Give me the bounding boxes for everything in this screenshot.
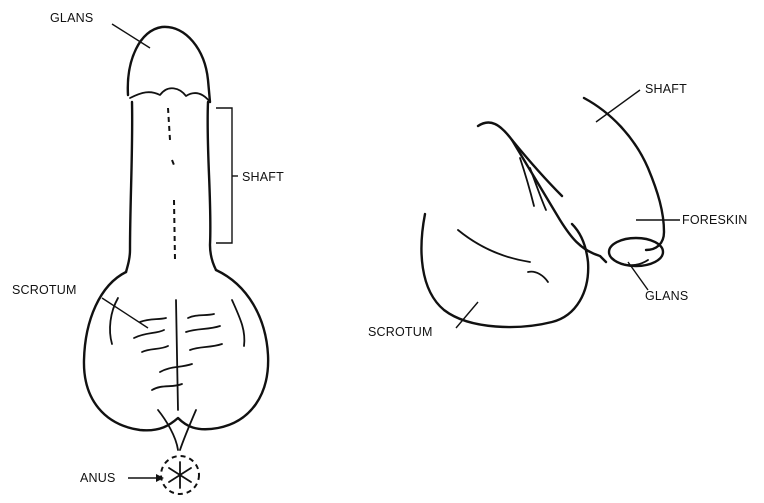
- shaft-raphe: [168, 108, 175, 260]
- label-shaft-left: SHAFT: [242, 170, 284, 184]
- shaft-bracket: [216, 108, 232, 243]
- label-anus: ANUS: [80, 471, 116, 485]
- scrotum-fold-side-1: [458, 230, 530, 262]
- label-scrotum-left: SCROTUM: [12, 283, 77, 297]
- label-glans-right: GLANS: [645, 289, 688, 303]
- anus-mark: [169, 462, 191, 488]
- label-scrotum-right: SCROTUM: [368, 325, 433, 339]
- shaft-outline-side: [584, 98, 664, 250]
- label-glans-left: GLANS: [50, 11, 93, 25]
- coronal-ridge: [130, 88, 210, 102]
- side-view-drawing: [421, 98, 664, 327]
- shaft-left-edge: [126, 102, 132, 272]
- front-view-drawing: [84, 27, 268, 494]
- scrotum-fold-side-2: [528, 272, 548, 282]
- label-shaft-right: SHAFT: [645, 82, 687, 96]
- scrotum-outline-side: [421, 214, 588, 327]
- label-foreskin: FORESKIN: [682, 213, 748, 227]
- scrotum-leader-left: [102, 298, 148, 328]
- shaft-leader-right: [596, 90, 640, 122]
- anus-arrowhead: [156, 474, 164, 482]
- shaft-right-edge: [208, 102, 216, 270]
- glans-outline: [128, 27, 210, 102]
- fold-2: [530, 168, 546, 210]
